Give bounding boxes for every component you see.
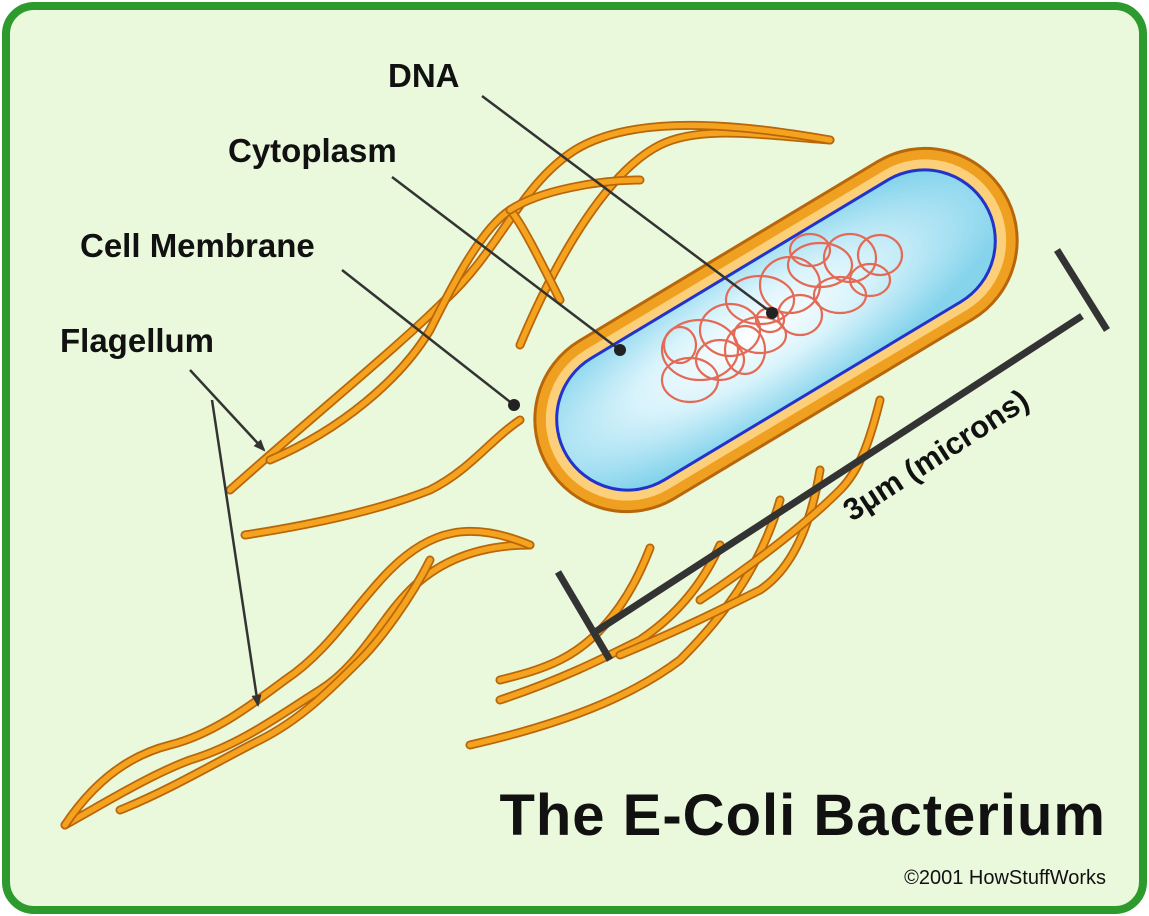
cell-membrane-label: Cell Membrane	[80, 227, 315, 264]
dna-label: DNA	[388, 57, 460, 94]
dna-pointer-dot	[766, 307, 778, 319]
diagram-title: The E-Coli Bacterium	[499, 783, 1106, 848]
flagellum-label: Flagellum	[60, 322, 214, 359]
cell-membrane-pointer-dot	[508, 399, 520, 411]
copyright-credit: ©2001 HowStuffWorks	[904, 867, 1106, 889]
cytoplasm-pointer-dot	[614, 344, 626, 356]
cytoplasm-label: Cytoplasm	[228, 132, 397, 169]
